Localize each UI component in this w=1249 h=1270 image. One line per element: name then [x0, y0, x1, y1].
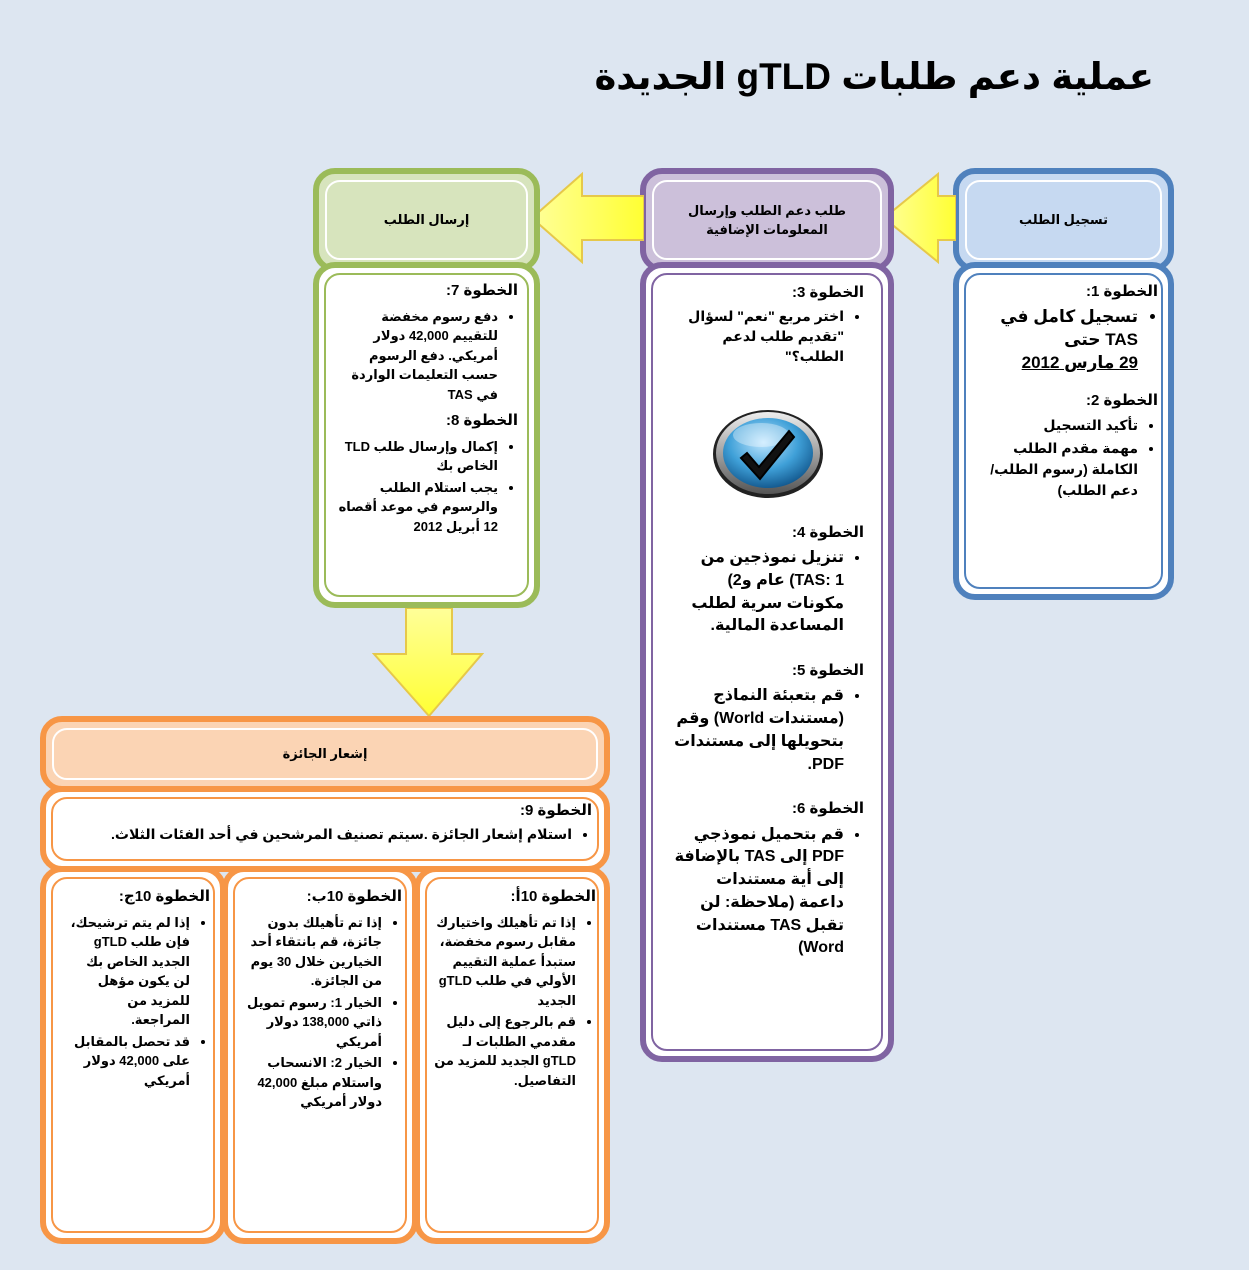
step4-title: الخطوة 4: — [792, 524, 864, 541]
submit-content: الخطوة 7: دفع رسوم مخفضة للتقييم 42,000 … — [338, 280, 518, 550]
step6-title: الخطوة 6: — [792, 800, 864, 818]
step10b-title: الخطوة 10ب: — [306, 888, 402, 905]
register-body-box — [953, 262, 1174, 600]
support-content-lower: الخطوة 4: تنزيل نموذجين من TAS: 1) عام و… — [668, 522, 864, 974]
step2-item: تأكيد التسجيل — [975, 415, 1138, 436]
step10a-content: الخطوة 10أ: إذا تم تأهيلك واختيارك مقابل… — [432, 886, 596, 1104]
arrow-left-icon — [532, 171, 644, 265]
award-step10a-inner-border — [425, 877, 599, 1233]
award-step10c-box — [40, 866, 226, 1244]
award-step10c-inner-border — [51, 877, 215, 1233]
submit-body-inner-border — [324, 273, 529, 597]
step8-item: إكمال وإرسال طلب TLD الخاص بك — [338, 437, 498, 476]
step10a-item: إذا تم تأهيلك واختيارك مقابل رسوم مخفضة،… — [432, 913, 576, 1011]
step10c-title: الخطوة 10ج: — [118, 888, 210, 905]
step10b-content: الخطوة 10ب: إذا تم تأهيلك بدون جائزة، قم… — [242, 886, 402, 1126]
register-body-inner-border — [964, 273, 1163, 589]
step9-content: الخطوة 9: استلام إشعار الجائزة .سيتم تصن… — [70, 800, 592, 859]
arrow-left-icon — [884, 171, 956, 265]
header-inner-border — [965, 180, 1162, 260]
award-step9-box — [40, 786, 610, 872]
step10b-item: إذا تم تأهيلك بدون جائزة، قم بانتقاء أحد… — [242, 913, 382, 991]
step2-item: مهمة مقدم الطلب الكاملة (رسوم الطلب/دعم … — [975, 438, 1138, 501]
award-header: إشعار الجائزة — [46, 722, 604, 786]
step1-date: 29 مارس 2012 — [1021, 353, 1138, 373]
step8-item: يجب استلام الطلب والرسوم في موعد أقصاه 1… — [338, 478, 498, 537]
award-step9-inner-border — [51, 797, 599, 861]
step6-item: قم بتحميل نموذجي PDF إلى TAS بالإضافة إل… — [668, 824, 844, 960]
award-step10b-inner-border — [233, 877, 407, 1233]
header-inner-border — [325, 180, 528, 260]
header-inner-border — [52, 728, 598, 780]
support-body-box — [640, 262, 894, 1062]
step10c-item: إذا لم يتم ترشيحك، فإن طلب gTLD الجديد ا… — [70, 913, 190, 1030]
step5-item: قم بتعبئة النماذج (مستندات World) وقم بت… — [668, 685, 844, 776]
submit-header: إرسال الطلب — [319, 174, 534, 266]
award-step10b-box — [222, 866, 418, 1244]
support-header: طلب دعم الطلب وإرسال المعلومات الإضافية — [646, 174, 888, 266]
step3-item: اختر مربع "نعم" لسؤال "تقديم طلب لدعم ال… — [668, 307, 844, 367]
step10a-item: قم بالرجوع إلى دليل مقدمي الطلبات لـ gTL… — [432, 1012, 576, 1090]
support-content: الخطوة 3: اختر مربع "نعم" لسؤال "تقديم ط… — [668, 282, 864, 377]
step3-title: الخطوة 3: — [792, 284, 864, 301]
step9-item: استلام إشعار الجائزة .سيتم تصنيف المرشحي… — [70, 825, 572, 845]
checkmark-icon — [713, 410, 823, 498]
step1-title: الخطوة 1: — [1086, 283, 1158, 300]
step2-title: الخطوة 2: — [1086, 392, 1158, 410]
step5-title: الخطوة 5: — [792, 662, 864, 680]
register-header: تسجيل الطلب — [959, 174, 1168, 266]
support-body-inner-border — [651, 273, 883, 1051]
submit-body-box — [313, 262, 540, 608]
step10b-item: الخيار 1: رسوم تمويل ذاتي 138,000 دولار … — [242, 993, 382, 1052]
header-inner-border — [652, 180, 882, 260]
step10a-title: الخطوة 10أ: — [510, 888, 596, 905]
step4-item: تنزيل نموذجين من TAS: 1) عام و2) مكونات … — [668, 547, 844, 638]
page-title: عملية دعم طلبات gTLD الجديدة — [594, 56, 1154, 97]
step7-title: الخطوة 7: — [446, 282, 518, 299]
step9-title: الخطوة 9: — [520, 802, 592, 819]
step10b-item: الخيار 2: الانسحاب واستلام مبلغ 42,000 د… — [242, 1053, 382, 1112]
step7-item: دفع رسوم مخفضة للتقييم 42,000 دولار أمري… — [338, 307, 498, 405]
step10c-item: قد تحصل بالمقابل على 42,000 دولار أمريكي — [70, 1032, 190, 1091]
step8-title: الخطوة 8: — [446, 412, 518, 429]
step10c-content: الخطوة 10ج: إذا لم يتم ترشيحك، فإن طلب g… — [70, 886, 210, 1104]
arrow-down-icon — [372, 608, 484, 718]
